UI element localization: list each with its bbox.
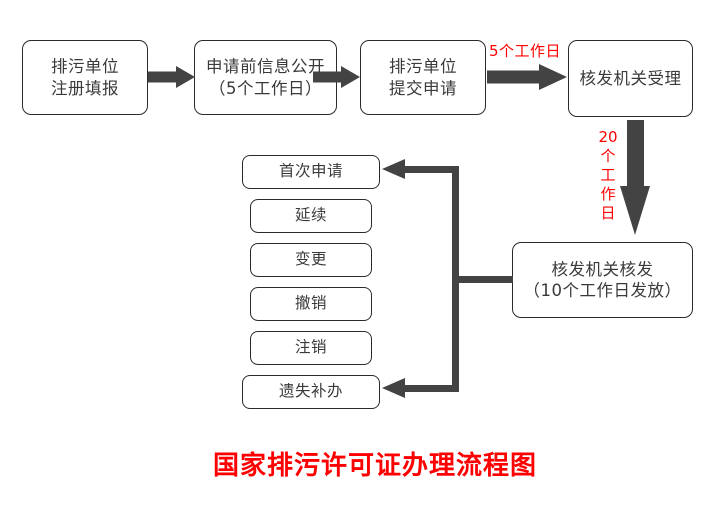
process-box-submit-application[interactable]: 排污单位 提交申请 — [360, 40, 486, 115]
label-char: 作 — [600, 185, 616, 203]
connector-to-first-application — [405, 166, 459, 173]
arrow-head — [341, 66, 379, 88]
type-box-first-application[interactable]: 首次申请 — [242, 155, 380, 189]
type-box-lost-reissue[interactable]: 遗失补办 — [242, 375, 380, 409]
arrow-shaft — [148, 71, 177, 83]
label-char: 日 — [600, 204, 616, 222]
connector-stub-to-issuance — [452, 276, 513, 283]
diagram-title: 国家排污许可证办理流程图 — [213, 451, 538, 481]
type-box-cancellation[interactable]: 注销 — [250, 331, 372, 365]
arrow-head — [176, 66, 214, 88]
box-line: 遗失补办 — [278, 382, 343, 401]
box-line: 撤销 — [294, 294, 327, 313]
arrow-head-first-application — [382, 159, 405, 179]
label-char: 工 — [600, 166, 616, 184]
box-line: 提交申请 — [389, 78, 457, 98]
box-line: 首次申请 — [278, 162, 343, 181]
arrow-head-lost-reissue — [382, 378, 405, 398]
arrow-shaft — [313, 71, 342, 83]
arrow-head — [539, 64, 595, 90]
type-box-revocation[interactable]: 撤销 — [250, 287, 372, 321]
box-line: 延续 — [294, 206, 327, 225]
box-line: 排污单位 — [51, 57, 119, 77]
label-five-working-days: 5个工作日 — [489, 42, 562, 60]
label-char: 20 — [598, 128, 618, 146]
process-box-register[interactable]: 排污单位 注册填报 — [22, 40, 148, 115]
arrow-shaft — [487, 70, 540, 84]
box-line: 变更 — [294, 250, 327, 269]
process-box-authority-issuance[interactable]: 核发机关核发 （10个工作日发放） — [512, 242, 693, 318]
box-line: 核发机关核发 — [551, 259, 654, 279]
label-char: 个 — [600, 147, 616, 165]
box-line: 注销 — [294, 338, 327, 357]
box-line: 排污单位 — [389, 57, 457, 77]
connector-to-lost-reissue — [405, 385, 459, 392]
label-twenty-working-days: 20 个 工 作 日 — [598, 128, 618, 223]
box-line: 核发机关受理 — [579, 68, 682, 88]
box-line: （10个工作日发放） — [523, 281, 682, 300]
box-line: （5个工作日） — [209, 78, 322, 98]
process-box-authority-acceptance[interactable]: 核发机关受理 — [568, 40, 693, 117]
box-line: 注册填报 — [51, 78, 119, 98]
type-box-change[interactable]: 变更 — [250, 243, 372, 277]
arrow-shaft — [627, 120, 644, 187]
arrow-head — [620, 186, 650, 235]
box-line: 申请前信息公开 — [206, 57, 325, 77]
type-box-renewal[interactable]: 延续 — [250, 199, 372, 233]
